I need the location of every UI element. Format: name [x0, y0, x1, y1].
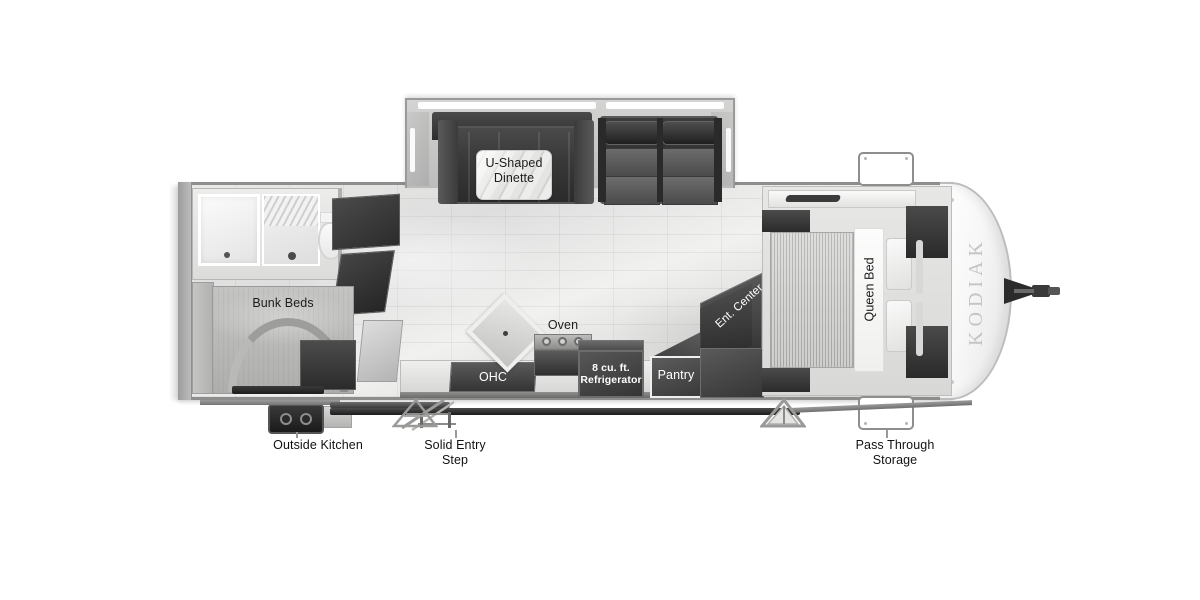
- dinette-seat-left: [438, 120, 458, 204]
- axle-assembly-rear: [391, 398, 439, 428]
- solid-entry-step-callout: Solid Entry Step: [424, 438, 486, 467]
- kodiak-brand-text: KODIAK: [964, 236, 987, 346]
- bedroom-window-bottom: [916, 302, 923, 356]
- entertainment-center-base: [700, 348, 764, 398]
- leader-outside-kitchen: [296, 432, 298, 438]
- theater-headrest-left: [604, 121, 660, 145]
- axle-assembly-front: [758, 397, 808, 428]
- bunk-beds-label: Bunk Beds: [252, 296, 314, 310]
- main-frame-rail: [330, 408, 800, 415]
- burner-icon-1: [542, 337, 551, 346]
- dinette-seat-right: [574, 120, 594, 204]
- theater-armrest-right: [714, 118, 722, 202]
- leader-pass-through: [886, 430, 888, 438]
- dinette-table: [476, 150, 552, 200]
- ohc-label: OHC: [478, 370, 508, 384]
- hall-cabinet: [356, 320, 404, 382]
- pass-through-storage-callout: Pass Through Storage: [855, 438, 935, 467]
- bedroom-wardrobe-top: [906, 206, 948, 258]
- queen-bed-label: Queen Bed: [862, 257, 877, 322]
- theater-seat-back-right: [662, 148, 718, 177]
- theater-headrest-right: [662, 121, 718, 145]
- wardrobe-cabinet-upper: [332, 193, 400, 251]
- outside-burner-icon-1: [280, 413, 292, 425]
- nose-screw-bottom: [950, 380, 954, 384]
- theater-seat-back-left: [604, 148, 660, 177]
- pantry: [650, 356, 702, 398]
- queen-bed-headboard: [854, 228, 884, 372]
- leader-entry-step: [455, 430, 457, 438]
- kitchen-counter-edge: [400, 392, 755, 398]
- queen-mattress: [770, 232, 854, 368]
- refrigerator: [578, 350, 644, 398]
- nightstand-left: [762, 210, 810, 232]
- outside-kitchen-callout: Outside Kitchen: [273, 438, 363, 452]
- outside-burner-icon-2: [300, 413, 312, 425]
- nightstand-right: [762, 368, 810, 392]
- vanity-louver-detail: [264, 196, 318, 226]
- theater-seat-base-right: [662, 176, 718, 205]
- a-frame-hitch-icon: [1004, 276, 1062, 306]
- nose-screw-top: [950, 198, 954, 202]
- rear-frame-rail: [200, 400, 340, 405]
- kitchen-sink-drain-icon: [503, 331, 508, 336]
- bunk-step: [232, 386, 324, 394]
- theater-armrest-middle: [657, 118, 663, 202]
- bunk-lower-storage: [300, 340, 356, 390]
- pantry-label: Pantry: [657, 368, 695, 382]
- bedroom-overhead-cabinet: [768, 190, 916, 208]
- bedroom-wardrobe-bottom: [906, 326, 948, 378]
- oven-label: Oven: [547, 318, 579, 332]
- burner-icon-2: [558, 337, 567, 346]
- refrigerator-label: 8 cu. ft. Refrigerator: [580, 362, 642, 387]
- rear-left-cabinet: [192, 282, 214, 394]
- pass-through-hatch-top: [858, 152, 914, 186]
- slide-out-window-right: [726, 128, 731, 172]
- rear-wall-shadow: [172, 186, 180, 400]
- slide-out-roof-right: [606, 102, 724, 109]
- vanity-sink-drain-icon: [288, 252, 296, 260]
- u-shaped-dinette-label: U-Shaped Dinette: [485, 156, 543, 185]
- pass-through-hatch-bottom: [858, 396, 914, 430]
- bedroom-window-top: [916, 240, 923, 294]
- bedroom-cabinet-pull: [784, 195, 842, 202]
- step-support-rail: [330, 402, 450, 408]
- rear-wall: [178, 182, 192, 400]
- outside-kitchen-panel: [268, 404, 324, 434]
- theater-seat-base-left: [604, 176, 660, 205]
- shower-drain-icon: [224, 252, 230, 258]
- slide-out-window-left: [410, 128, 415, 172]
- slide-out-roof-left: [418, 102, 596, 109]
- theater-armrest-left: [598, 118, 606, 202]
